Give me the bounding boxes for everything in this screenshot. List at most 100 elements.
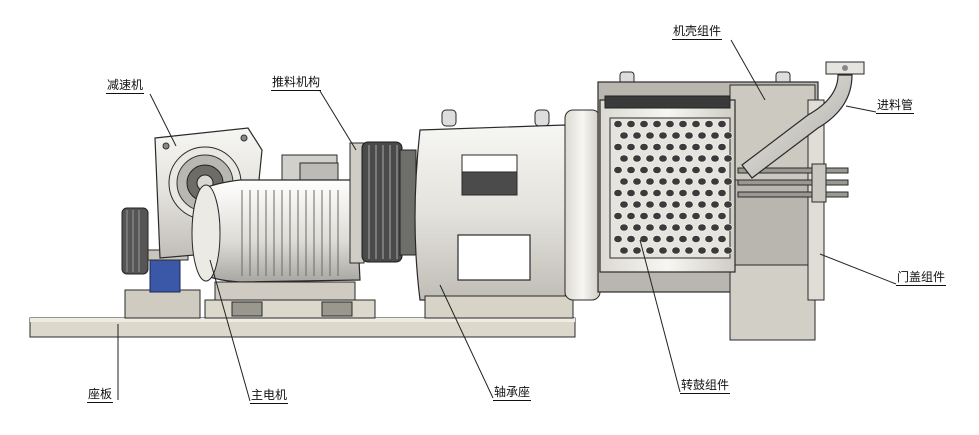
drum-hole	[671, 177, 681, 186]
drum-hole	[704, 235, 714, 243]
drum-hole	[632, 200, 642, 209]
drive-flange	[564, 109, 601, 301]
drum-hole	[645, 177, 655, 186]
drum-hole	[658, 200, 668, 209]
drum-hole	[652, 166, 662, 174]
drum-hole	[710, 200, 720, 209]
drum-hole	[723, 246, 733, 255]
drum-hole	[626, 166, 636, 174]
drum-hole	[697, 246, 707, 255]
drum-hole	[723, 200, 733, 209]
drum-hole	[645, 223, 655, 232]
drum-hole	[665, 212, 675, 220]
pusher-mechanism	[349, 141, 417, 264]
drum-hole	[678, 189, 688, 197]
drum-hole	[619, 200, 629, 209]
drum-hole	[619, 154, 629, 163]
drum-hole	[619, 223, 629, 232]
drum-hole	[684, 246, 694, 255]
drum-hole	[678, 143, 688, 151]
drum-hole	[678, 212, 688, 220]
drum-hole	[704, 189, 714, 197]
left-pulley	[121, 207, 149, 275]
drum-hole	[697, 177, 707, 186]
drum-hole	[671, 223, 681, 232]
drum-hole	[723, 177, 733, 186]
drum-hole	[697, 223, 707, 232]
drum-hole	[691, 235, 701, 243]
drum-hole	[684, 223, 694, 232]
drum-perforations	[613, 120, 733, 255]
drum-hole	[639, 212, 649, 220]
drum-hole	[645, 131, 655, 140]
drum-hole	[645, 246, 655, 255]
bearing-seat	[414, 109, 574, 319]
drum-hole	[626, 120, 636, 128]
drum-hole	[684, 177, 694, 186]
drum-hole	[613, 166, 623, 174]
drum-hole	[684, 131, 694, 140]
drum-hole	[717, 166, 727, 174]
drum-hole	[710, 223, 720, 232]
drum-hole	[613, 189, 623, 197]
drum-hole	[626, 189, 636, 197]
drum-hole	[658, 223, 668, 232]
drum-hole	[704, 143, 714, 151]
drum-hole	[613, 235, 623, 243]
drum-hole	[723, 154, 733, 163]
drum-hole	[710, 177, 720, 186]
drum-hole	[678, 120, 688, 128]
drum-hole	[717, 120, 727, 128]
drum-hole	[665, 120, 675, 128]
drum-hole	[717, 189, 727, 197]
drum-hole	[639, 189, 649, 197]
drum-hole	[723, 223, 733, 232]
drum-hole	[639, 120, 649, 128]
label-base-plate: 座板	[87, 387, 114, 403]
drum-hole	[613, 120, 623, 128]
drum-hole	[632, 177, 642, 186]
label-bearing-seat: 轴承座	[493, 385, 532, 401]
drum-hole	[632, 246, 642, 255]
drum-hole	[710, 131, 720, 140]
label-drum: 转鼓组件	[680, 378, 731, 394]
drum-hole	[632, 223, 642, 232]
feed-pipe	[741, 61, 865, 179]
drum-hole	[671, 246, 681, 255]
drum-hole	[665, 143, 675, 151]
drum-hole	[619, 246, 629, 255]
drum-hole	[665, 166, 675, 174]
drum-hole	[652, 235, 662, 243]
drum-hole	[717, 235, 727, 243]
label-reducer: 减速机	[106, 78, 145, 94]
drum-hole	[697, 200, 707, 209]
drum-hole	[639, 235, 649, 243]
drum-hole	[710, 246, 720, 255]
drum-hole	[619, 131, 629, 140]
drum-hole	[691, 120, 701, 128]
drum-hole	[717, 212, 727, 220]
drum-hole	[678, 166, 688, 174]
drum-hole	[658, 131, 668, 140]
drum-hole	[652, 143, 662, 151]
drum-hole	[645, 154, 655, 163]
drum-hole	[658, 246, 668, 255]
drum-hole	[671, 131, 681, 140]
drum-hole	[684, 200, 694, 209]
drum-hole	[652, 212, 662, 220]
drum-hole	[619, 177, 629, 186]
label-door-cover: 门盖组件	[896, 270, 947, 286]
drum-hole	[645, 200, 655, 209]
label-feed-pipe: 进料管	[876, 98, 915, 114]
drum-hole	[671, 154, 681, 163]
drum-hole	[665, 235, 675, 243]
drum-hole	[710, 154, 720, 163]
door-cover	[737, 163, 849, 203]
drum-hole	[723, 131, 733, 140]
drum-hole	[691, 189, 701, 197]
label-shell: 机壳组件	[672, 24, 723, 40]
label-main-motor: 主电机	[250, 388, 289, 404]
drum-hole	[665, 189, 675, 197]
